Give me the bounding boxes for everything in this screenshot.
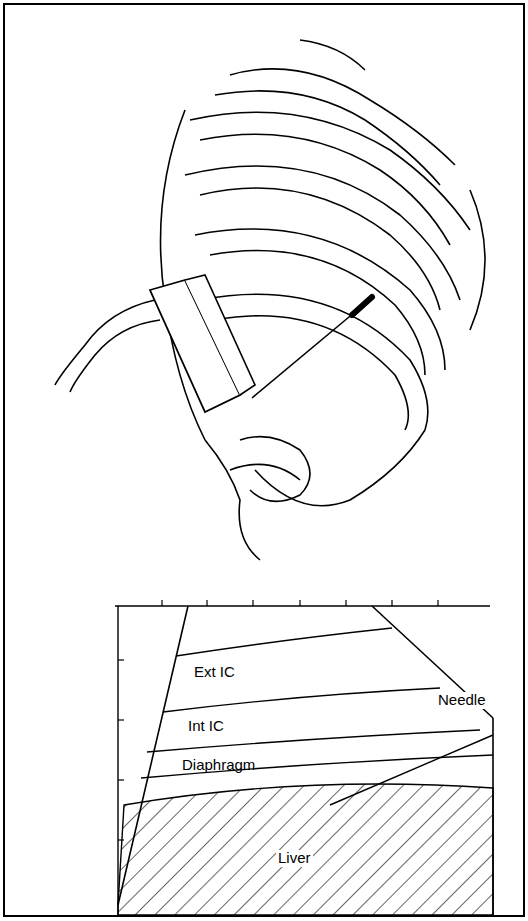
organ-label: Liver — [276, 850, 313, 867]
needle-label: Needle — [436, 692, 488, 709]
needle — [252, 297, 372, 398]
layer-label: Ext IC — [192, 664, 237, 681]
layer-label: Diaphragm — [180, 757, 257, 774]
layer-label: Int IC — [186, 718, 226, 735]
frame — [4, 4, 524, 916]
ultrasound-probe — [55, 275, 255, 412]
ultrasound-schematic — [115, 600, 493, 915]
rib-cage — [161, 40, 486, 560]
